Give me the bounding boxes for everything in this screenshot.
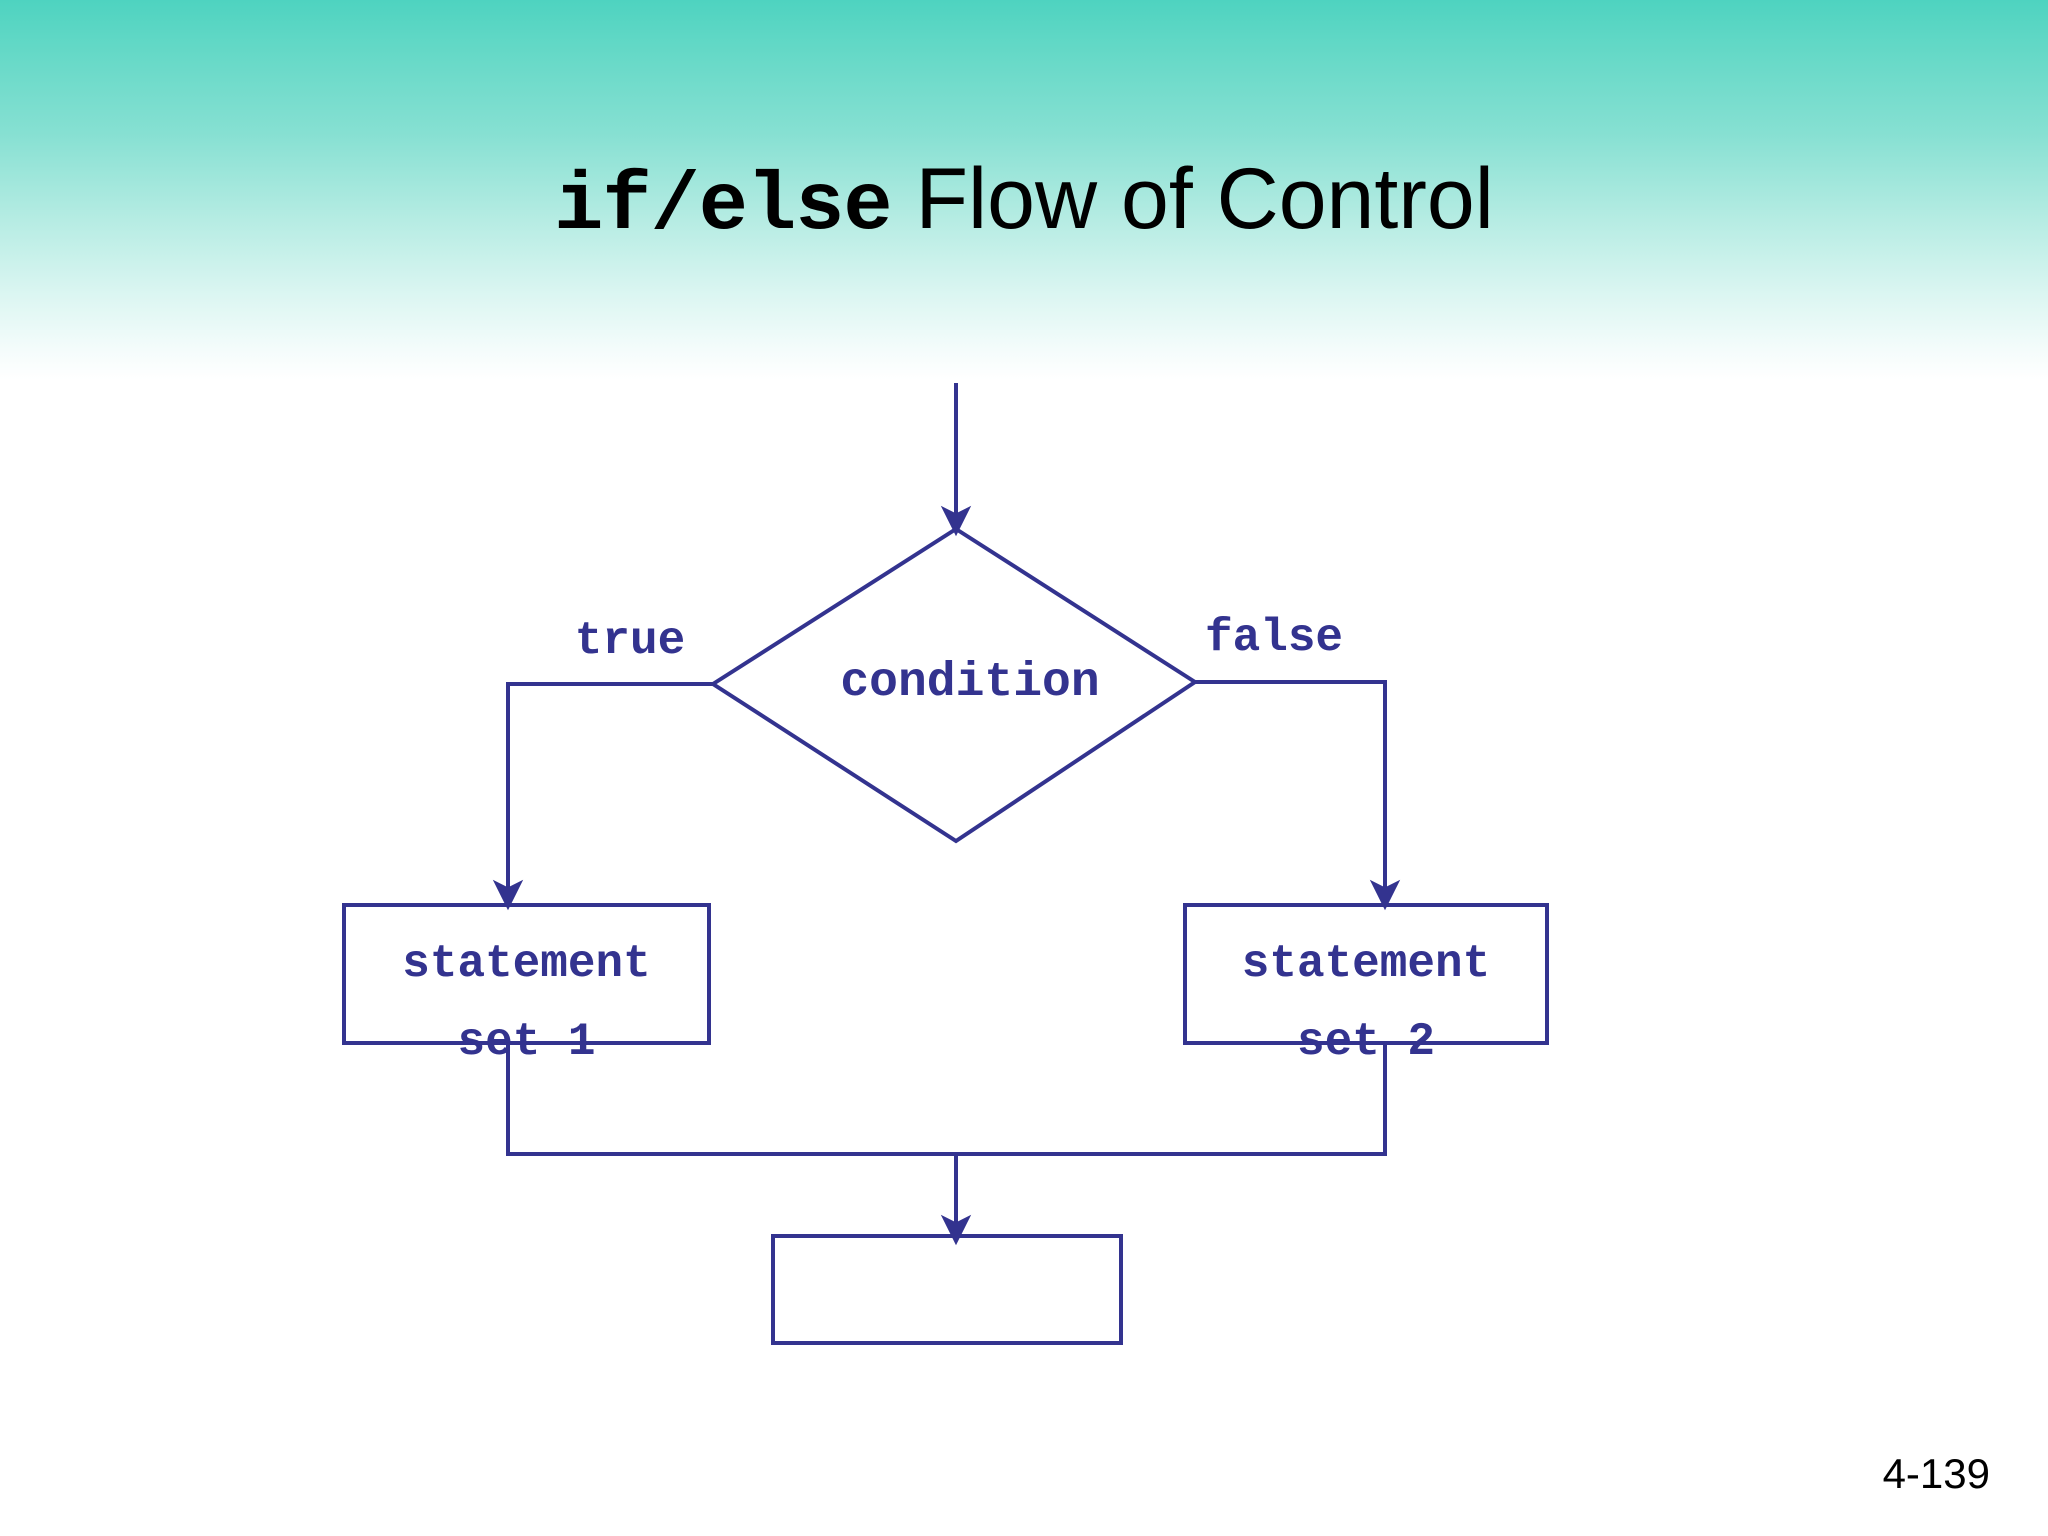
statement-set-2-line-2: set 2 — [1296, 1016, 1436, 1068]
merge-connector — [506, 1043, 1387, 1156]
page-title-text-part: Flow of Control — [891, 151, 1494, 247]
true-branch-connector — [492, 682, 713, 911]
statement-set-1-line-1: statement — [402, 938, 651, 990]
statement-set-1-label: statement set 1 — [344, 925, 709, 1081]
true-branch-label: true — [574, 615, 686, 667]
statement-set-2-box — [1183, 903, 1549, 1045]
condition-diamond — [709, 526, 1199, 844]
false-branch-connector — [1195, 680, 1401, 911]
page-title: if/else Flow of Control — [0, 150, 2048, 253]
condition-label: condition — [840, 656, 1100, 710]
merge-box — [771, 1234, 1123, 1345]
statement-set-1-line-2: set 1 — [457, 1016, 596, 1068]
statement-set-2-line-1: statement — [1241, 938, 1491, 990]
statement-set-1-box — [342, 903, 711, 1045]
header-gradient-band — [0, 0, 2048, 380]
page-title-code-part: if/else — [554, 160, 892, 253]
statement-set-2-label: statement set 2 — [1185, 925, 1547, 1081]
false-branch-label: false — [1205, 612, 1344, 664]
page-number: 4-139 — [1882, 1450, 1990, 1497]
